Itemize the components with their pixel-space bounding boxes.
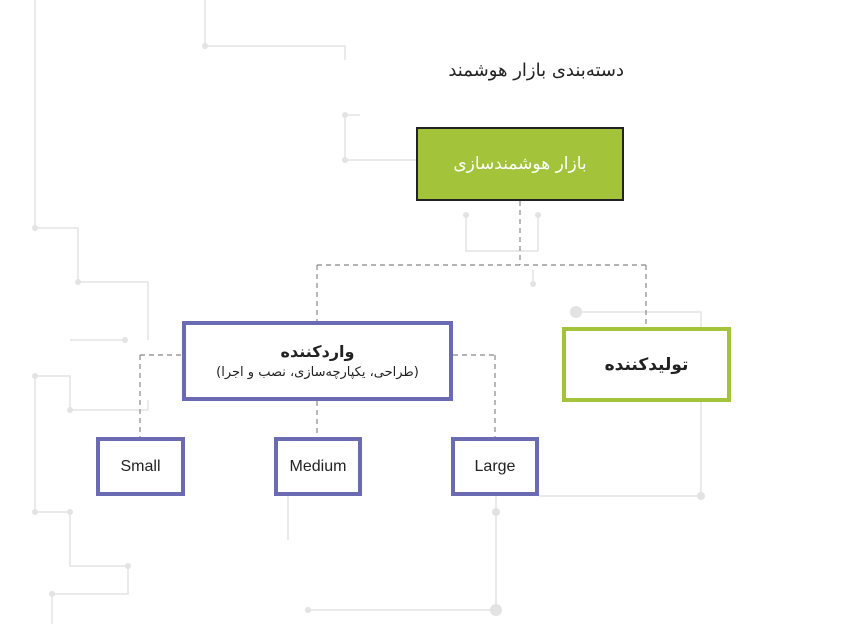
circuit-node xyxy=(32,509,38,515)
producer-node: تولیدکننده xyxy=(562,327,731,402)
circuit-node xyxy=(697,492,705,500)
small-node: Small xyxy=(96,437,185,496)
circuit-node xyxy=(67,509,73,515)
large-node: Large xyxy=(451,437,539,496)
circuit-line xyxy=(465,215,538,252)
producer-label: تولیدکننده xyxy=(604,354,689,375)
circuit-node xyxy=(49,591,55,597)
root-node-label: بازار هوشمندسازی xyxy=(453,154,587,174)
integrator-detail: (طراحی، یکپارچه‌سازی، نصب و اجرا) xyxy=(216,365,419,380)
circuit-node xyxy=(570,306,582,318)
circuit-line xyxy=(35,375,149,411)
circuit-node xyxy=(530,281,536,287)
circuit-line xyxy=(34,0,149,340)
circuit-node xyxy=(32,373,38,379)
circuit-line xyxy=(539,311,702,497)
small-label: Small xyxy=(120,457,161,475)
circuit-node xyxy=(125,563,131,569)
circuit-node xyxy=(67,407,73,413)
circuit-node xyxy=(202,43,208,49)
circuit-node xyxy=(342,112,348,118)
medium-label: Medium xyxy=(289,457,347,475)
large-label: Large xyxy=(474,457,516,475)
integrator-node: واردکننده (طراحی، یکپارچه‌سازی، نصب و اج… xyxy=(182,321,453,401)
root-node: بازار هوشمندسازی xyxy=(416,127,624,201)
circuit-line xyxy=(204,0,346,60)
circuit-node xyxy=(305,607,311,613)
circuit-line xyxy=(344,115,418,161)
circuit-node xyxy=(75,279,81,285)
medium-node: Medium xyxy=(274,437,362,496)
integrator-label: واردکننده xyxy=(280,342,355,361)
circuit-node xyxy=(122,337,128,343)
circuit-node xyxy=(492,508,500,516)
circuit-node xyxy=(490,604,502,616)
circuit-node xyxy=(535,212,541,218)
circuit-node xyxy=(463,212,469,218)
circuit-node xyxy=(32,225,38,231)
circuit-node xyxy=(342,157,348,163)
circuit-line xyxy=(34,376,129,624)
diagram-title: دسته‌بندی بازار هوشمند xyxy=(448,60,624,81)
